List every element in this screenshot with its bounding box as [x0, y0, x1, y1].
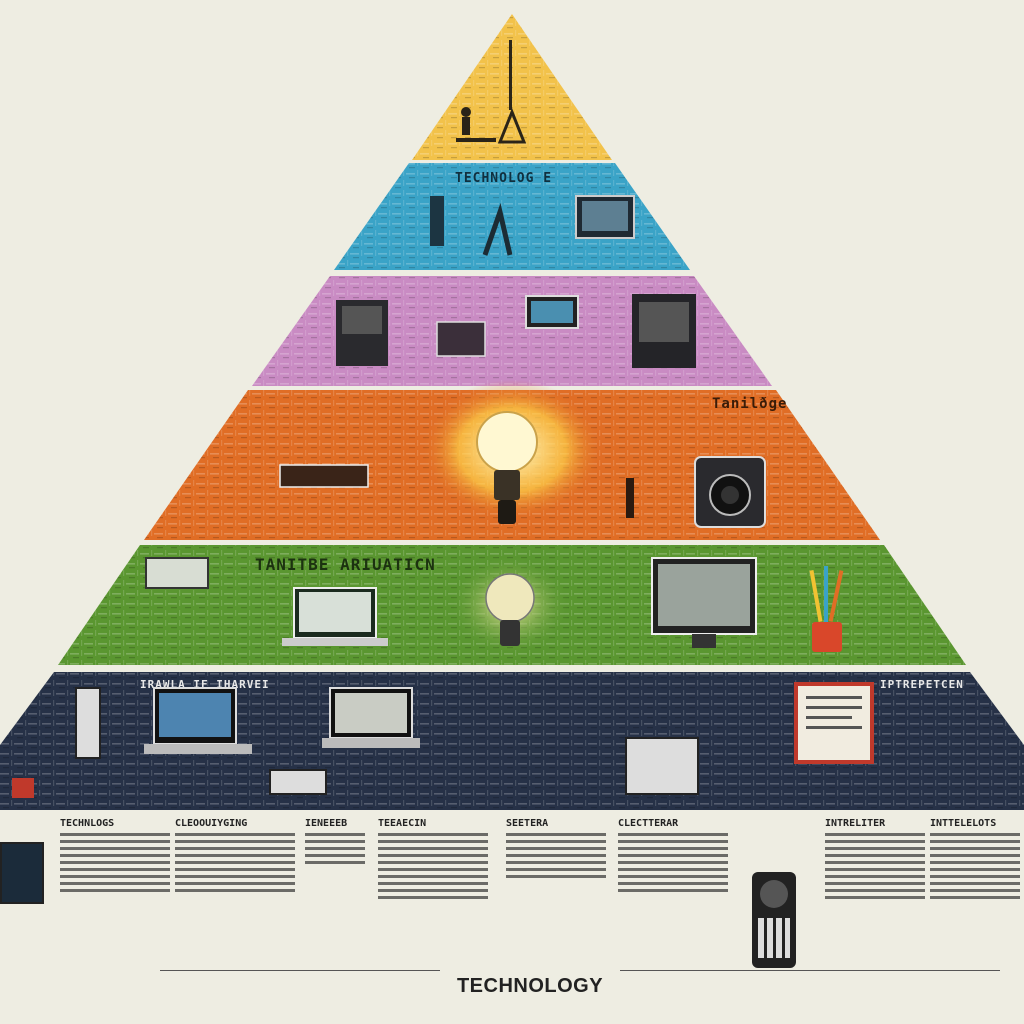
- legend-column: TEEAECIN: [378, 818, 488, 968]
- legend-heading: IENEEEB: [305, 818, 348, 829]
- lightbulb-small-icon: [485, 573, 535, 646]
- screen-small-icon: [145, 557, 209, 589]
- legend-heading: INTRELITER: [825, 818, 886, 829]
- keyboard-icon: [269, 769, 327, 795]
- legend-heading: CLEOOUIYGING: [175, 818, 248, 829]
- lightbulb-icon: [476, 411, 538, 524]
- technology-pyramid: TECHNOLOG E Tanilðge TANITBE ARIUATICN I…: [0, 14, 1024, 810]
- person-at-desk-icon: [456, 40, 527, 144]
- legend-heading: TECHNLOGS: [60, 818, 115, 829]
- legend-column: SEETERA: [506, 818, 606, 968]
- laptop-base-two-icon: [322, 687, 420, 748]
- tv-icon: [632, 294, 696, 368]
- camera-icon: [694, 456, 766, 528]
- computer-tower-icon: [336, 300, 388, 366]
- footer-rule-right: [620, 970, 1000, 971]
- legend-column: INTRELITER: [825, 818, 925, 968]
- lamp-icon: [626, 478, 634, 518]
- phone-icon: [752, 872, 796, 968]
- footer-rule-left: [160, 970, 440, 971]
- arch-icon: [482, 203, 513, 256]
- legend-heading: TEEAECIN: [378, 818, 427, 829]
- legend-column: CLECTTERAR: [618, 818, 728, 968]
- tier-base-right-label: IPTREPETCEN: [880, 678, 964, 691]
- tier-two-label: TECHNOLOG E: [455, 171, 552, 186]
- footer-title: TECHNOLOGY: [456, 975, 604, 997]
- legend-heading: CLECTTERAR: [618, 818, 679, 829]
- legend-column: IENEEEB: [305, 818, 365, 968]
- legend-heading: INTTELELOTS: [930, 818, 997, 829]
- phone-base-icon: [75, 687, 101, 759]
- laptop-base-icon: [144, 687, 252, 754]
- legend-column: CLEOOUIYGING: [175, 818, 295, 968]
- tier-four-label: Tanilðge: [712, 396, 787, 412]
- legend-heading: SEETERA: [506, 818, 549, 829]
- red-box-icon: [12, 778, 34, 798]
- document-panel-icon: [794, 682, 874, 764]
- router-icon: [279, 464, 369, 488]
- tablet-icon: [525, 295, 579, 329]
- legend-column: INTTELELOTS: [930, 818, 1020, 968]
- monitor-icon: [575, 195, 635, 239]
- tier-five-label: TANITBE ARIUATICN: [255, 555, 436, 574]
- pencil-cup-icon: [809, 566, 844, 652]
- screen-icon: [436, 321, 486, 357]
- legend-column: TECHNLOGS: [60, 818, 170, 968]
- printer-icon: [625, 737, 699, 795]
- laptop-icon: [282, 587, 388, 646]
- server-tower-icon: [430, 196, 444, 246]
- desktop-monitor-icon: [651, 557, 757, 648]
- legend-screen-icon: [0, 842, 44, 904]
